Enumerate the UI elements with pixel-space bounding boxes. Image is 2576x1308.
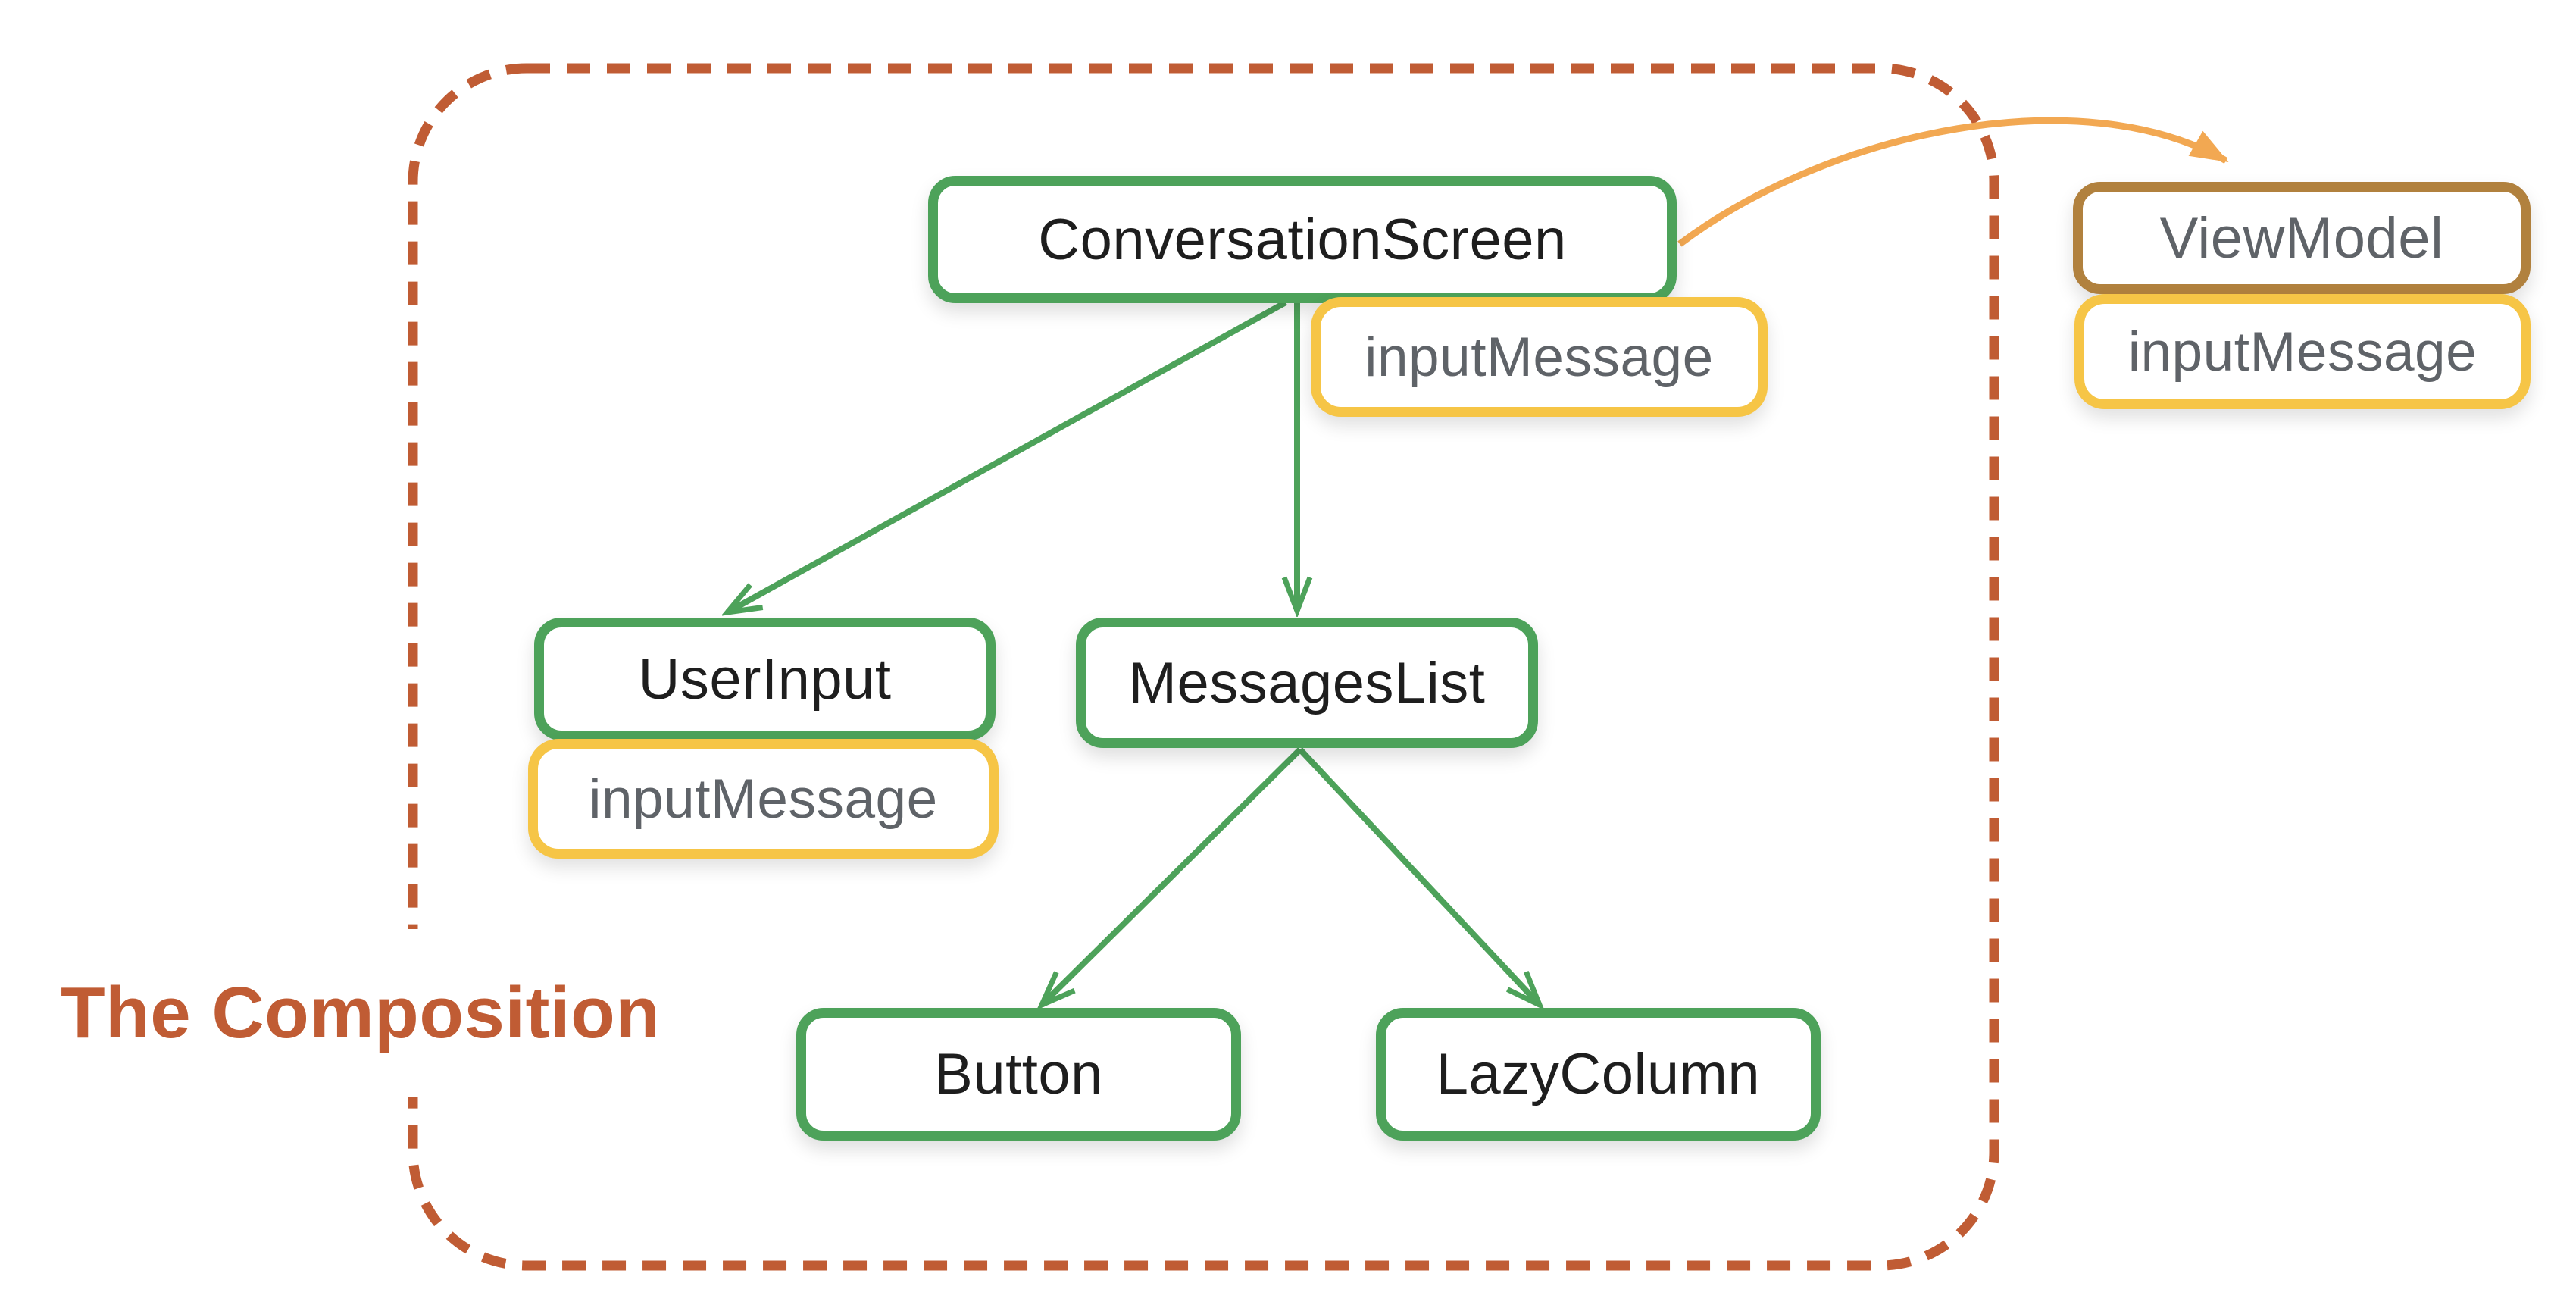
composition-boundary bbox=[408, 63, 1999, 1271]
edge-conversationscreen-to-userinput bbox=[727, 299, 1287, 612]
diagram-title: The Composition bbox=[45, 929, 676, 1097]
edge-conversationscreen-to-viewmodel bbox=[1677, 117, 2229, 247]
badge-conversation-screen-state-label: inputMessage bbox=[1365, 326, 1714, 388]
node-conversation-screen: ConversationScreen bbox=[928, 176, 1677, 303]
badge-conversation-screen-state: inputMessage bbox=[1311, 297, 1768, 417]
badge-user-input-state-label: inputMessage bbox=[589, 768, 938, 830]
badge-view-model-state: inputMessage bbox=[2074, 294, 2531, 409]
node-messages-list: MessagesList bbox=[1076, 618, 1538, 748]
node-button-label: Button bbox=[934, 1042, 1103, 1106]
node-user-input: UserInput bbox=[534, 618, 996, 740]
badge-user-input-state: inputMessage bbox=[528, 739, 999, 859]
node-user-input-label: UserInput bbox=[638, 646, 892, 712]
node-view-model: ViewModel bbox=[2073, 182, 2531, 294]
node-lazy-column: LazyColumn bbox=[1376, 1008, 1821, 1141]
node-conversation-screen-label: ConversationScreen bbox=[1038, 207, 1567, 272]
node-messages-list-label: MessagesList bbox=[1128, 650, 1486, 715]
badge-view-model-state-label: inputMessage bbox=[2127, 321, 2478, 383]
edge-messageslist-to-lazycolumn bbox=[1298, 747, 1540, 1005]
node-button: Button bbox=[796, 1008, 1241, 1141]
edge-messageslist-to-button bbox=[1042, 747, 1302, 1005]
node-view-model-label: ViewModel bbox=[2159, 205, 2444, 271]
node-lazy-column-label: LazyColumn bbox=[1436, 1042, 1761, 1106]
